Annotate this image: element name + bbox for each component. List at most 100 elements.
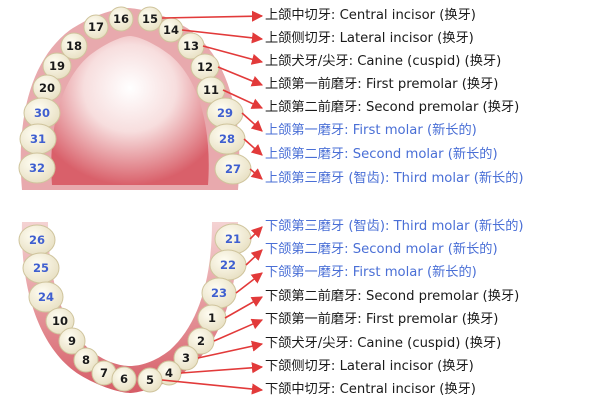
- tooth-27: 27: [214, 153, 252, 185]
- tooth-number: 15: [142, 12, 158, 26]
- arrow-lower-8: [161, 379, 264, 395]
- tooth-32: 32: [18, 152, 56, 184]
- tooth-16: 16: [108, 6, 134, 32]
- arrow-lower-6: [197, 340, 264, 359]
- tooth-24: 24: [28, 281, 64, 313]
- tooth-number: 4: [165, 366, 173, 380]
- tooth-11: 11: [196, 76, 226, 104]
- tooth-25: 25: [22, 252, 60, 284]
- label-lower-canine: 下颌犬牙/尖牙: Canine (cuspid) (换牙): [265, 336, 502, 351]
- tooth-28: 28: [208, 123, 246, 155]
- arrow-upper-1: [161, 10, 264, 22]
- tooth-number: 8: [82, 353, 90, 367]
- tooth-number: 14: [163, 23, 179, 37]
- tooth-number: 27: [225, 162, 241, 176]
- tooth-shape: [45, 307, 75, 335]
- tooth-number: 10: [52, 314, 68, 328]
- tooth-shape: [60, 32, 88, 60]
- tooth-15: 15: [137, 6, 163, 32]
- tooth-number: 32: [29, 161, 45, 175]
- tooth-number: 19: [49, 59, 65, 73]
- tooth-shape: [28, 281, 64, 313]
- tooth-19: 19: [42, 52, 72, 80]
- tooth-number: 24: [38, 290, 54, 304]
- tooth-30: 30: [23, 97, 61, 129]
- tooth-number: 2: [197, 334, 205, 348]
- tooth-number: 26: [29, 233, 45, 247]
- tooth-number: 9: [68, 334, 76, 348]
- tooth-number: 6: [120, 372, 128, 386]
- tooth-23: 23: [201, 277, 237, 309]
- tooth-number: 20: [39, 81, 55, 95]
- tooth-number: 5: [146, 373, 154, 387]
- label-upper-first-premolar: 上颌第一前磨牙: First premolar (换牙): [265, 77, 499, 92]
- tooth-13: 13: [177, 32, 205, 60]
- tooth-20: 20: [32, 74, 62, 102]
- label-lower-first-molar: 下颌第一磨牙: First molar (新长的): [265, 265, 477, 280]
- label-lower-first-premolar: 下颌第一前磨牙: First premolar (换牙): [265, 312, 499, 327]
- label-lower-lateral-incisor: 下颌侧切牙: Lateral incisor (换牙): [265, 359, 474, 374]
- label-upper-first-molar: 上颌第一磨牙: First molar (新长的): [265, 123, 477, 138]
- tooth-number: 12: [197, 60, 213, 74]
- arrow-lower-4: [224, 296, 263, 319]
- tooth-shape: [18, 152, 56, 184]
- label-lower-second-molar: 下颌第二磨牙: Second molar (新长的): [265, 242, 498, 257]
- arrow-lower-5: [213, 318, 264, 342]
- tooth-shape: [58, 327, 86, 355]
- arrow-upper-3: [202, 45, 264, 65]
- tooth-9: 9: [58, 327, 86, 355]
- tooth-12: 12: [190, 53, 220, 81]
- tooth-2: 2: [187, 327, 215, 355]
- label-upper-third-molar: 上颌第三磨牙 (智齿): Third molar (新长的): [265, 171, 524, 186]
- teeth-layer: 1617181920303132151413121129282726252410…: [18, 6, 252, 393]
- tooth-26: 26: [18, 224, 56, 256]
- tooth-number: 11: [203, 83, 219, 97]
- label-lower-third-molar: 下颌第三磨牙 (智齿): Third molar (新长的): [265, 219, 524, 234]
- label-upper-second-premolar: 上颌第二前磨牙: Second premolar (换牙): [265, 100, 520, 115]
- label-upper-second-molar: 上颌第二磨牙: Second molar (新长的): [265, 147, 498, 162]
- arrow-layer: [161, 10, 264, 395]
- tooth-number: 29: [217, 106, 233, 120]
- tooth-number: 28: [219, 132, 235, 146]
- tooth-number: 13: [183, 39, 199, 53]
- label-upper-canine: 上颌犬牙/尖牙: Canine (cuspid) (换牙): [265, 54, 502, 69]
- tooth-29: 29: [206, 97, 244, 129]
- tooth-number: 17: [88, 20, 104, 34]
- tooth-number: 7: [100, 366, 108, 380]
- tooth-6: 6: [111, 366, 137, 392]
- arrow-upper-4: [217, 66, 264, 87]
- arrow-lower-3: [235, 272, 263, 294]
- arrow-upper-2: [181, 29, 264, 44]
- arrow-upper-8: [249, 168, 263, 180]
- tooth-22: 22: [209, 249, 247, 281]
- arrow-upper-7: [243, 138, 263, 156]
- tooth-number: 18: [66, 39, 82, 53]
- arrow-lower-2: [245, 249, 263, 266]
- tooth-18: 18: [60, 32, 88, 60]
- tooth-number: 23: [211, 286, 227, 300]
- label-lower-central-incisor: 下颌中切牙: Central incisor (换牙): [265, 382, 476, 397]
- tooth-shape: [108, 6, 134, 32]
- tooth-number: 31: [30, 132, 46, 146]
- label-upper-central-incisor: 上颌中切牙: Central incisor (换牙): [265, 8, 476, 23]
- tooth-14: 14: [158, 17, 184, 43]
- tooth-17: 17: [83, 14, 109, 40]
- tooth-21: 21: [214, 223, 252, 255]
- tooth-shape: [137, 6, 163, 32]
- arrow-lower-7: [180, 362, 264, 374]
- tooth-number: 25: [33, 261, 49, 275]
- tooth-8: 8: [73, 347, 99, 373]
- tooth-5: 5: [137, 367, 163, 393]
- tooth-shape: [83, 14, 109, 40]
- label-lower-second-premolar: 下颌第二前磨牙: Second premolar (换牙): [265, 289, 520, 304]
- tooth-number: 1: [208, 311, 216, 325]
- tooth-number: 22: [220, 258, 236, 272]
- arrow-lower-1: [249, 226, 263, 240]
- upper-palate: [51, 36, 209, 185]
- label-upper-lateral-incisor: 上颌侧切牙: Lateral incisor (换牙): [265, 31, 474, 46]
- tooth-10: 10: [45, 307, 75, 335]
- tooth-number: 21: [225, 232, 241, 246]
- tooth-shape: [73, 347, 99, 373]
